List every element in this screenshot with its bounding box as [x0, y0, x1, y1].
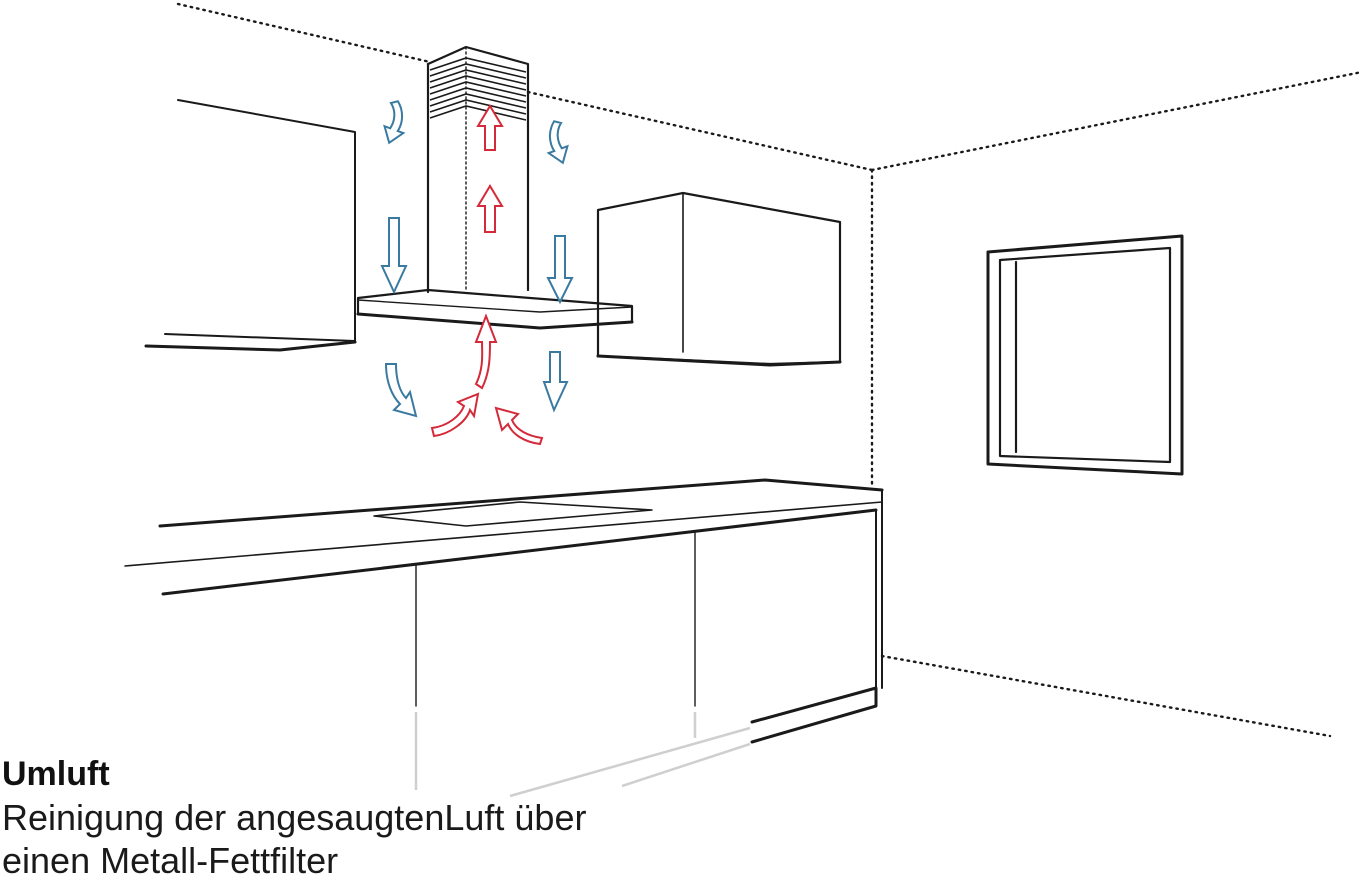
left-wall-cabinet: [144, 99, 357, 352]
blue-curved-arrow-icon: [383, 100, 406, 145]
red-curved-arrow-icon: [494, 406, 544, 446]
red-curved-arrow-icon: [474, 313, 498, 390]
caption-title: Umluft: [2, 755, 110, 793]
clean-air-arrows: [380, 100, 574, 418]
blue-down-arrow-icon: [546, 235, 574, 305]
extracted-air-arrows: [430, 104, 544, 446]
caption: Umluft Reinigung der angesaugtenLuft übe…: [2, 752, 586, 882]
right-wall-cabinet: [596, 191, 842, 367]
caption-description-line-1: Reinigung der angesaugtenLuft über: [2, 797, 587, 838]
red-up-arrow-icon: [476, 184, 504, 233]
cooktop: [373, 501, 653, 527]
blue-curved-arrow-icon: [384, 363, 418, 418]
blue-curved-arrow-icon: [546, 120, 569, 165]
window: [986, 234, 1184, 476]
red-up-arrow-icon: [476, 104, 504, 151]
room-outline: [176, 2, 1362, 738]
chimney-hood: [356, 45, 634, 330]
blue-down-arrow-icon: [380, 217, 408, 295]
caption-description-line-2: einen Metall-Fettfilter: [2, 840, 339, 881]
red-curved-arrow-icon: [430, 392, 480, 438]
kitchen-counter: [124, 478, 884, 798]
chimney-vent-grille: [429, 57, 527, 121]
blue-curved-arrow-icon: [542, 351, 569, 413]
